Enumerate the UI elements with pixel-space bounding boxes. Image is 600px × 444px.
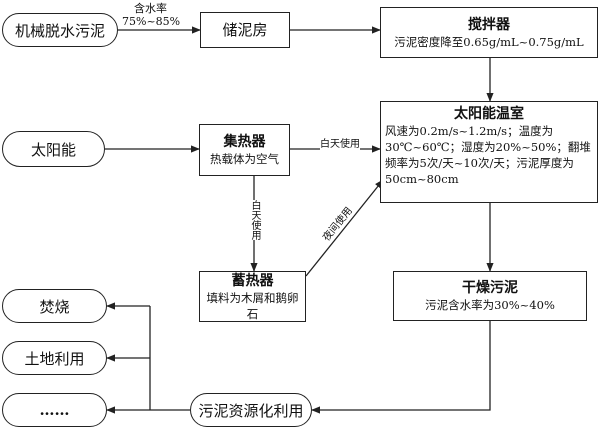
arrow-accumulator-to-greenhouse: [305, 179, 384, 277]
incineration-label: 焚烧: [39, 297, 70, 316]
ellipsis-label: ……: [39, 401, 70, 419]
storage-node: 储泥房: [200, 12, 290, 48]
moisture-label-range: 75%~85%: [122, 15, 181, 28]
storage-label: 储泥房: [222, 21, 268, 39]
mixer-title: 搅拌器: [468, 16, 510, 33]
greenhouse-desc: 风速为0.2m/s~1.2m/s；温度为30℃~60℃；湿度为20%~50%；翻…: [385, 124, 591, 186]
daytime-label: 白天使用: [320, 138, 360, 151]
accumulator-node: 蓄热器 填料为木屑和鹅卵 石: [199, 271, 306, 322]
daytime-vertical-label: 白天使用: [248, 200, 260, 240]
reuse-label: 污泥资源化利用: [198, 401, 304, 420]
ellipsis-node: ……: [2, 393, 107, 427]
dried-sludge-desc: 污泥含水率为30%~40%: [425, 298, 555, 312]
reuse-node: 污泥资源化利用: [190, 393, 312, 427]
moisture-label-title: 含水率: [134, 2, 167, 15]
dried-sludge-node: 干燥污泥 污泥含水率为30%~40%: [393, 271, 587, 321]
mixer-desc: 污泥密度降至0.65g/mL~0.75g/mL: [394, 34, 584, 49]
accumulator-title: 蓄热器: [231, 272, 274, 289]
solar-node: 太阳能: [2, 131, 105, 167]
greenhouse-node: 太阳能温室 风速为0.2m/s~1.2m/s；温度为30℃~60℃；湿度为20%…: [380, 101, 598, 203]
collector-desc: 热载体为空气: [210, 152, 279, 166]
land-use-label: 土地利用: [24, 349, 85, 368]
mixer-node: 搅拌器 污泥密度降至0.65g/mL~0.75g/mL: [380, 7, 598, 58]
sludge-label: 机械脱水污泥: [14, 21, 105, 40]
solar-label: 太阳能: [30, 140, 76, 159]
sludge-node: 机械脱水污泥: [2, 13, 118, 47]
collector-title: 集热器: [223, 134, 266, 150]
accumulator-desc: 填料为木屑和鹅卵 石: [206, 290, 299, 321]
greenhouse-title: 太阳能温室: [454, 106, 524, 122]
land-use-node: 土地利用: [2, 341, 107, 375]
collector-node: 集热器 热载体为空气: [199, 124, 290, 176]
dried-sludge-title: 干燥污泥: [462, 280, 518, 296]
arrow-dried-to-reuse: [311, 321, 491, 414]
incineration-node: 焚烧: [2, 289, 107, 323]
